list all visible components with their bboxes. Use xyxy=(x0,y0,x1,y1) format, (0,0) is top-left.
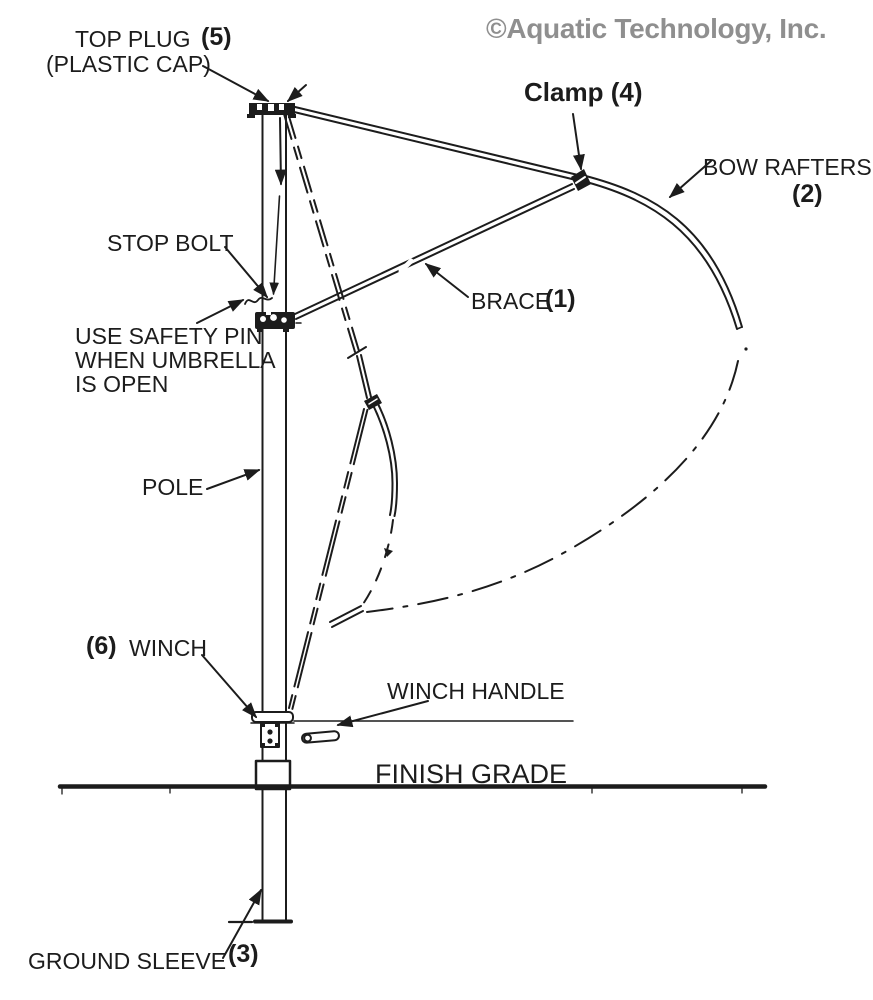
finish-grade-line xyxy=(57,784,768,795)
top-plug-cap-shape xyxy=(247,103,296,118)
label-finish-grade: FINISH GRADE xyxy=(375,759,568,789)
label-brace-num: (1) xyxy=(545,285,576,313)
top-plug-leader xyxy=(202,65,270,102)
leader-arrows xyxy=(196,65,712,959)
label-winch-handle: WINCH HANDLE xyxy=(387,678,565,704)
bow-rafter-open xyxy=(291,105,748,351)
label-top-plug: TOP PLUG xyxy=(75,26,191,52)
label-stop-bolt: STOP BOLT xyxy=(107,230,234,256)
bow-rafters-leader xyxy=(668,160,712,199)
brace-leader xyxy=(424,263,469,298)
label-safety-pin-3: IS OPEN xyxy=(75,371,169,397)
label-winch-num: (6) xyxy=(86,632,117,660)
winch-leader xyxy=(201,654,258,719)
label-safety-pin-1: USE SAFETY PIN xyxy=(75,323,263,349)
label-clamp: Clamp (4) xyxy=(524,77,643,107)
label-clamp-text: Clamp xyxy=(524,77,604,107)
rafter-closed-dashed xyxy=(283,112,372,399)
bow-rafter-closed-tip xyxy=(329,401,398,628)
brace-closed-dashed xyxy=(288,408,369,710)
clamp-shape xyxy=(571,169,591,191)
label-safety-pin-2: WHEN UMBRELLA xyxy=(75,347,276,373)
winch-handle-shape xyxy=(301,730,340,744)
safety-pin-leader xyxy=(196,299,245,324)
clamp-leader xyxy=(572,113,585,171)
ground-sleeve-leader xyxy=(222,888,262,959)
clamp-closed-shape xyxy=(364,394,382,410)
label-bow-rafters-num: (2) xyxy=(792,180,823,208)
label-pole: POLE xyxy=(142,474,204,500)
label-bow-rafters: BOW RAFTERS xyxy=(703,154,872,180)
winch-shape xyxy=(250,711,295,748)
cap-right-leader xyxy=(286,84,307,103)
motion-arc xyxy=(366,360,739,613)
winch-handle-leader xyxy=(336,700,429,728)
label-clamp-num: (4) xyxy=(610,77,643,107)
pole-shape xyxy=(261,113,287,922)
label-ground-sleeve-num: (3) xyxy=(228,940,259,968)
safety-pin-squiggle xyxy=(244,296,273,305)
label-brace: BRACE xyxy=(471,288,551,314)
lift-cable xyxy=(269,117,287,296)
label-top-plug-num: (5) xyxy=(201,23,232,51)
pole-bottom-ticks xyxy=(227,919,293,924)
stop-bolt-leader xyxy=(224,246,269,299)
label-winch: WINCH xyxy=(129,635,207,661)
stop-bolt-collar-shape xyxy=(255,312,295,332)
label-ground-sleeve: GROUND SLEEVE xyxy=(28,948,227,974)
pole-leader xyxy=(206,469,261,490)
watermark-text: ©Aquatic Technology, Inc. xyxy=(486,13,827,44)
label-plastic-cap: (PLASTIC CAP) xyxy=(46,51,211,77)
